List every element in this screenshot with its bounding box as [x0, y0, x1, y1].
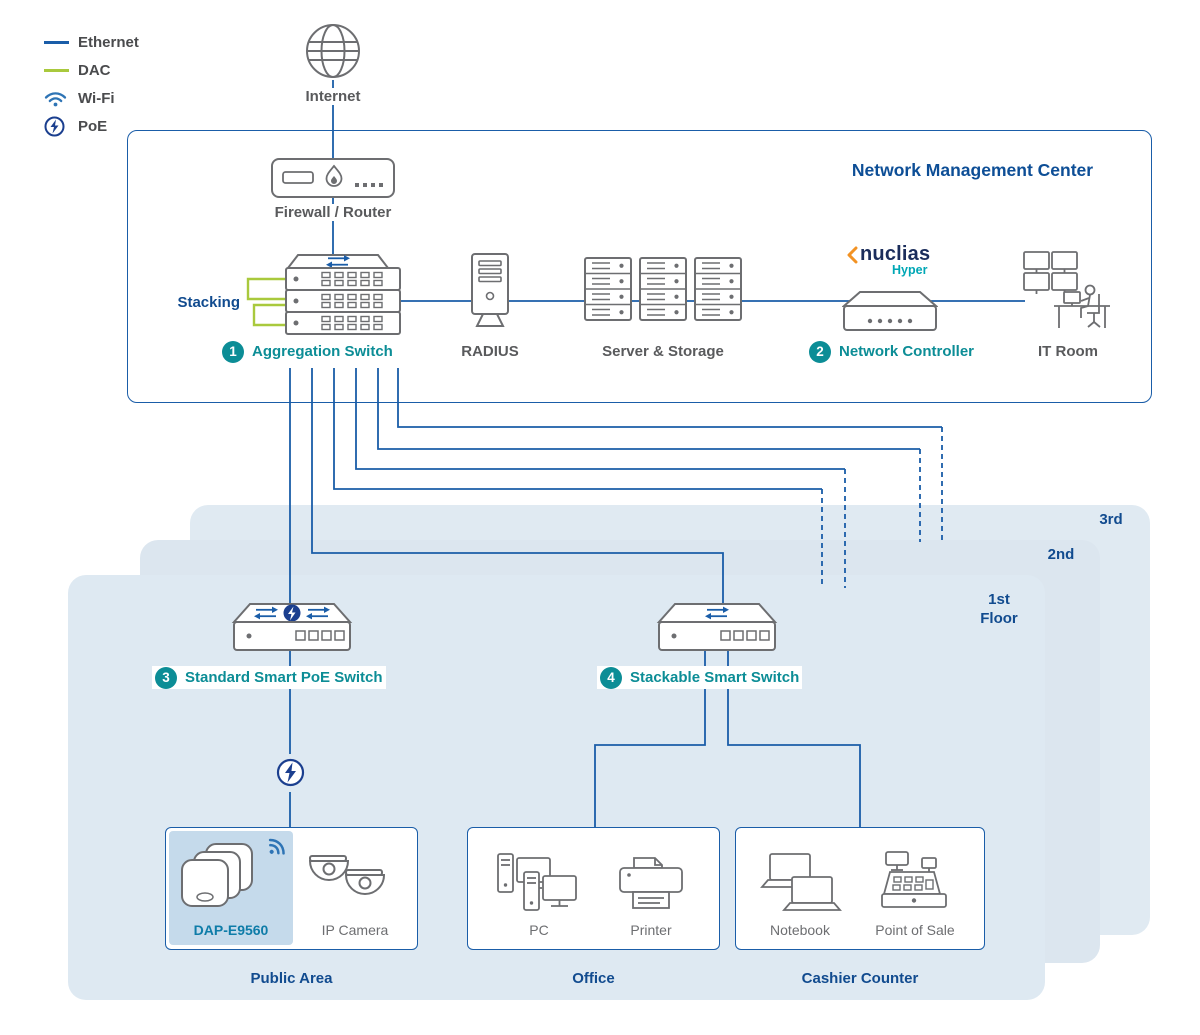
- notebook-icon: [756, 852, 844, 917]
- poe-switch-callout: 3 Standard Smart PoE Switch: [152, 666, 386, 689]
- ip-camera-label: IP Camera: [321, 922, 389, 938]
- network-controller-label: Network Controller: [839, 343, 975, 360]
- internet-label: Internet: [273, 88, 393, 105]
- nuclias-logo: nuclias Hyper: [846, 243, 930, 277]
- legend-wifi-label: Wi-Fi: [78, 89, 115, 107]
- aggregation-switch-callout: 1 Aggregation Switch: [219, 340, 396, 363]
- nuclias-chevron-icon: [847, 246, 858, 263]
- legend: Ethernet DAC Wi-Fi PoE: [44, 28, 139, 140]
- badge-1: 1: [222, 340, 244, 363]
- stacking-label: Stacking: [177, 294, 240, 311]
- pc-label: PC: [529, 922, 549, 938]
- legend-ethernet-label: Ethernet: [78, 33, 139, 51]
- aggregation-switch-icon: [258, 252, 408, 338]
- access-point-icon: [178, 842, 264, 919]
- legend-ethernet: Ethernet: [44, 28, 139, 56]
- floor-1-label-line1: 1st: [988, 591, 1010, 608]
- ip-camera-icon: [306, 854, 390, 915]
- poe-icon: [44, 116, 78, 137]
- uplink-dashed-lines: [821, 427, 943, 588]
- nuclias-edition: Hyper: [892, 263, 928, 277]
- pc-icon: [496, 850, 580, 917]
- office-title: Office: [572, 970, 615, 987]
- server-storage-label: Server & Storage: [602, 343, 724, 360]
- firewall-router-icon: [271, 158, 395, 198]
- stackable-switch-callout: 4 Stackable Smart Switch: [597, 666, 803, 689]
- point-of-sale-icon: [878, 850, 952, 917]
- network-controller-callout: 2 Network Controller: [806, 340, 978, 363]
- floor-3-label: 3rd: [1099, 511, 1123, 528]
- dac-stacking-links: [246, 277, 286, 327]
- floor-2-label: 2nd: [1047, 546, 1075, 563]
- badge-2: 2: [809, 340, 831, 363]
- cashier-counter-box: Notebook: [735, 827, 985, 950]
- poe-inline-icon: [276, 758, 305, 787]
- public-area-box: DAP-E9560 IP Camera: [165, 827, 418, 950]
- radius-label: RADIUS: [461, 343, 519, 360]
- dac-line-icon: [44, 68, 78, 72]
- radius-server-icon: [468, 252, 512, 330]
- printer-label: Printer: [630, 922, 672, 938]
- notebook-label: Notebook: [770, 922, 830, 938]
- internet-globe-icon: [304, 22, 362, 80]
- badge-4: 4: [600, 666, 622, 689]
- legend-wifi: Wi-Fi: [44, 84, 139, 112]
- network-management-center-box: [127, 130, 1152, 403]
- network-management-center-title: Network Management Center: [851, 160, 1094, 180]
- access-point-wifi-icon: [257, 833, 290, 866]
- cashier-counter-title: Cashier Counter: [801, 970, 919, 987]
- stackable-switch-icon: [647, 602, 787, 660]
- poe-switch-icon: [222, 602, 362, 660]
- point-of-sale-label: Point of Sale: [875, 922, 955, 938]
- ethernet-line-icon: [44, 40, 78, 44]
- floor-1-label: 1st Floor: [972, 590, 1026, 628]
- nuclias-brand: nuclias: [860, 243, 931, 265]
- it-room-label: IT Room: [1038, 343, 1098, 360]
- it-room-icon: [1022, 250, 1114, 332]
- office-box: PC Printer: [467, 827, 720, 950]
- floor-1-label-line2: Floor: [980, 610, 1018, 627]
- wifi-icon: [44, 90, 78, 107]
- server-storage-icon: [583, 256, 743, 324]
- legend-poe-label: PoE: [78, 117, 108, 135]
- aggregation-switch-label: Aggregation Switch: [252, 343, 393, 360]
- firewall-router-label: Firewall / Router: [258, 204, 408, 221]
- poe-switch-label: Standard Smart PoE Switch: [185, 669, 383, 686]
- public-area-title: Public Area: [250, 970, 333, 987]
- legend-dac-label: DAC: [78, 61, 111, 79]
- network-controller-icon: [842, 290, 938, 332]
- legend-dac: DAC: [44, 56, 139, 84]
- badge-3: 3: [155, 666, 177, 689]
- stackable-switch-label: Stackable Smart Switch: [630, 669, 800, 686]
- access-point-model-label: DAP-E9560: [193, 922, 269, 938]
- legend-poe: PoE: [44, 112, 139, 140]
- printer-icon: [616, 854, 686, 917]
